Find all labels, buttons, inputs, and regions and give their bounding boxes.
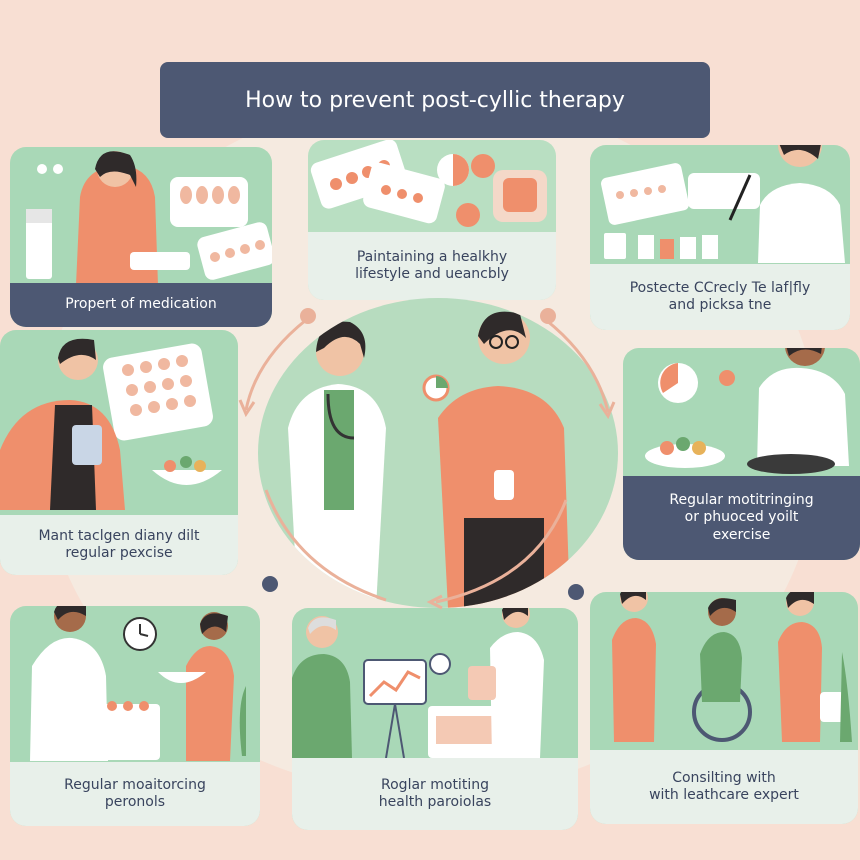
- diet-illustration: [0, 338, 222, 510]
- pharmacist-illustration: [601, 145, 845, 263]
- card-monitoring-personal[interactable]: Regular moaitorcing peronols: [10, 606, 260, 826]
- decor-dot: [262, 576, 278, 592]
- card-diet[interactable]: Mant taclgen diany dilt regular pexcise: [0, 330, 238, 575]
- card-health-monitoring[interactable]: Roglar motiting health paroiolas: [292, 608, 578, 830]
- decor-dot: [300, 308, 316, 324]
- card-healthy-lifestyle-label: Paintaining a healkhy lifestyle and uean…: [308, 232, 556, 300]
- card-monitoring-personal-label: Regular moaitorcing peronols: [10, 762, 260, 826]
- page-title: How to prevent post-cyllic therapy: [160, 62, 710, 138]
- card-consulting-expert-label: Consilting with with leathcare expert: [590, 750, 858, 824]
- health-chart-illustration: [292, 608, 544, 758]
- card-prescription[interactable]: Postecte CCrecly Te laf|fly and picksa t…: [590, 145, 850, 330]
- medication-illustration: [26, 151, 272, 285]
- card-prescription-label: Postecte CCrecly Te laf|fly and picksa t…: [590, 264, 850, 330]
- card-consulting-expert[interactable]: Consilting with with leathcare expert: [590, 592, 858, 824]
- card-diet-label: Mant taclgen diany dilt regular pexcise: [0, 515, 238, 575]
- card-medication-label: Propert of medication: [10, 283, 272, 327]
- consulting-illustration: [612, 592, 852, 742]
- decor-dot: [568, 584, 584, 600]
- card-healthy-lifestyle[interactable]: Paintaining a healkhy lifestyle and uean…: [308, 140, 556, 300]
- card-health-monitoring-label: Roglar motiting health paroiolas: [292, 758, 578, 830]
- doctor-kitchen-illustration: [30, 606, 246, 761]
- card-exercise[interactable]: Regular motitringing or phuoced yoilt ex…: [623, 348, 860, 560]
- decor-dot: [540, 308, 556, 324]
- card-medication[interactable]: Propert of medication: [10, 147, 272, 327]
- card-exercise-label: Regular motitringing or phuoced yoilt ex…: [623, 476, 860, 560]
- pills-illustration: [310, 140, 547, 227]
- cycle-arrows: [238, 318, 616, 610]
- cooking-illustration: [645, 348, 849, 474]
